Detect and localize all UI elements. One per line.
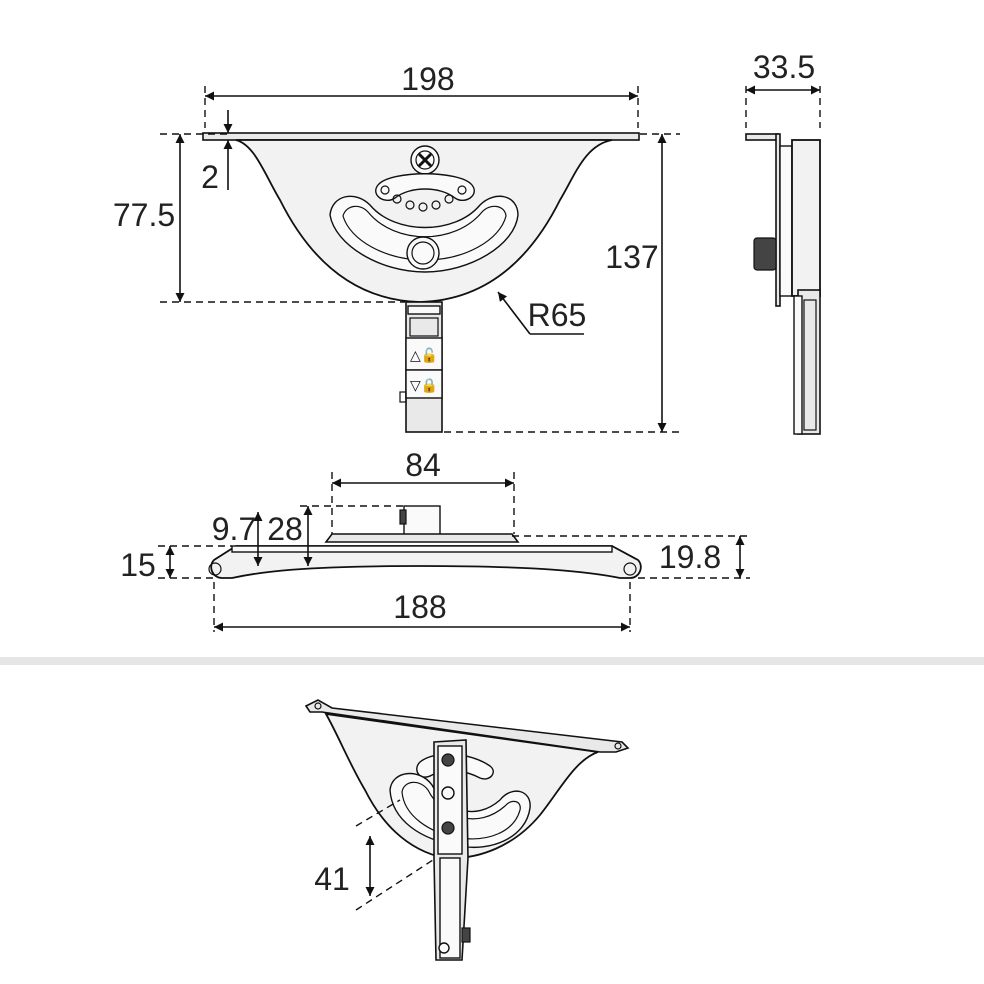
iso-screw-2-icon <box>441 786 455 800</box>
hole-row <box>380 185 467 212</box>
front-view: △🔓 ▽🔒 <box>202 132 640 433</box>
iso-bar <box>304 699 630 753</box>
bottom-bar <box>210 545 642 579</box>
left-hole-icon <box>208 562 222 576</box>
dim-side-depth: 33.5 <box>745 49 821 128</box>
screw-icon <box>410 145 440 175</box>
svg-text:▽🔒: ▽🔒 <box>410 378 438 394</box>
dim-offsets: 9.7 28 <box>212 505 404 566</box>
iso-screw-3-icon <box>441 821 455 835</box>
inner-slot <box>342 205 507 261</box>
dim-15-label: 15 <box>120 547 156 583</box>
dim-plate-height: 77.5 <box>113 133 405 303</box>
top-bar <box>202 132 640 141</box>
dim-slot-width: 84 <box>331 447 515 534</box>
dim-radius: R65 <box>497 291 587 335</box>
bottom-view <box>208 505 642 579</box>
lock-button <box>405 369 443 399</box>
dim-19-8-label: 19.8 <box>659 539 721 575</box>
dim-plate-thickness: 2 <box>201 110 233 195</box>
dim-top-width: 198 <box>204 61 639 128</box>
dim-9-7-label: 9.7 <box>212 511 256 547</box>
side-knob-icon <box>753 237 777 271</box>
right-hole-icon <box>623 562 637 576</box>
dim-end-height-right: 19.8 <box>512 535 750 579</box>
svg-text:△🔓: △🔓 <box>410 347 438 364</box>
curved-slot <box>329 195 519 273</box>
hole-arc <box>375 173 475 202</box>
dim-137-label: 137 <box>605 239 658 275</box>
iso-screw-1-icon <box>441 753 455 767</box>
dim-end-height: 15 <box>120 545 232 583</box>
side-view <box>745 133 821 435</box>
dim-28-label: 28 <box>267 511 303 547</box>
dim-77-5-label: 77.5 <box>113 197 175 233</box>
adjust-knob-icon <box>406 236 440 270</box>
section-separator <box>0 657 984 665</box>
dim-41-label: 41 <box>314 861 350 897</box>
isometric-view <box>304 699 630 961</box>
dim-iso-length: 41 <box>314 799 437 911</box>
dim-84-label: 84 <box>405 447 441 483</box>
dim-r65-label: R65 <box>528 297 587 333</box>
dim-2-label: 2 <box>201 159 219 195</box>
dim-188-label: 188 <box>393 589 446 625</box>
dim-33-5-label: 33.5 <box>753 49 815 85</box>
dim-hole-spacing: 188 <box>213 582 631 632</box>
dim-198-label: 198 <box>401 61 454 97</box>
dim-total-height: 137 <box>444 133 680 433</box>
